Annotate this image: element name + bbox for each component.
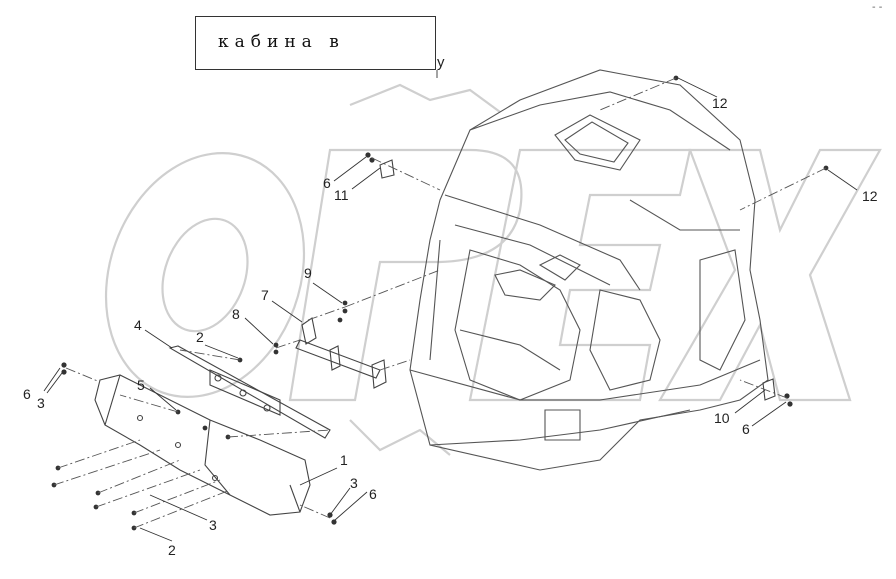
callout-5: 5 xyxy=(137,377,145,393)
callout-3-right: 3 xyxy=(350,475,358,491)
callout-4: 4 xyxy=(134,317,142,333)
lower-support-bar xyxy=(295,317,387,389)
watermark-opex xyxy=(104,83,882,456)
callout-2-lower: 2 xyxy=(168,542,176,558)
callout-3-left: 3 xyxy=(37,395,45,411)
title-text: кабина в xyxy=(218,32,345,52)
callout-3-bottom: 3 xyxy=(209,517,217,533)
title-suffix: у xyxy=(437,54,445,71)
sun-visor-part-1 xyxy=(94,374,311,516)
assembly-lines xyxy=(53,77,827,529)
cab-body xyxy=(409,69,769,471)
callout-8: 8 xyxy=(232,306,240,322)
callout-6-right: 6 xyxy=(369,486,377,502)
callout-1: 1 xyxy=(340,452,348,468)
fasteners xyxy=(51,75,829,531)
sun-visor-bracket-4 xyxy=(168,345,331,439)
callout-12-right: 12 xyxy=(862,188,878,204)
corner-mark: - - xyxy=(872,2,883,13)
callout-10: 10 xyxy=(714,410,730,426)
bracket-11 xyxy=(379,159,395,179)
callout-11: 11 xyxy=(334,187,349,203)
leader-lines xyxy=(43,70,858,542)
callout-7: 7 xyxy=(261,287,269,303)
bracket-10 xyxy=(762,378,776,401)
callout-6-left: 6 xyxy=(23,386,31,402)
callout-9: 9 xyxy=(304,265,312,281)
callout-12-top: 12 xyxy=(712,95,728,111)
title-box: кабина в xyxy=(195,16,436,70)
callout-2-upper: 2 xyxy=(196,329,204,345)
callout-6-top: 6 xyxy=(323,175,331,191)
callout-6-far-right: 6 xyxy=(742,421,750,437)
